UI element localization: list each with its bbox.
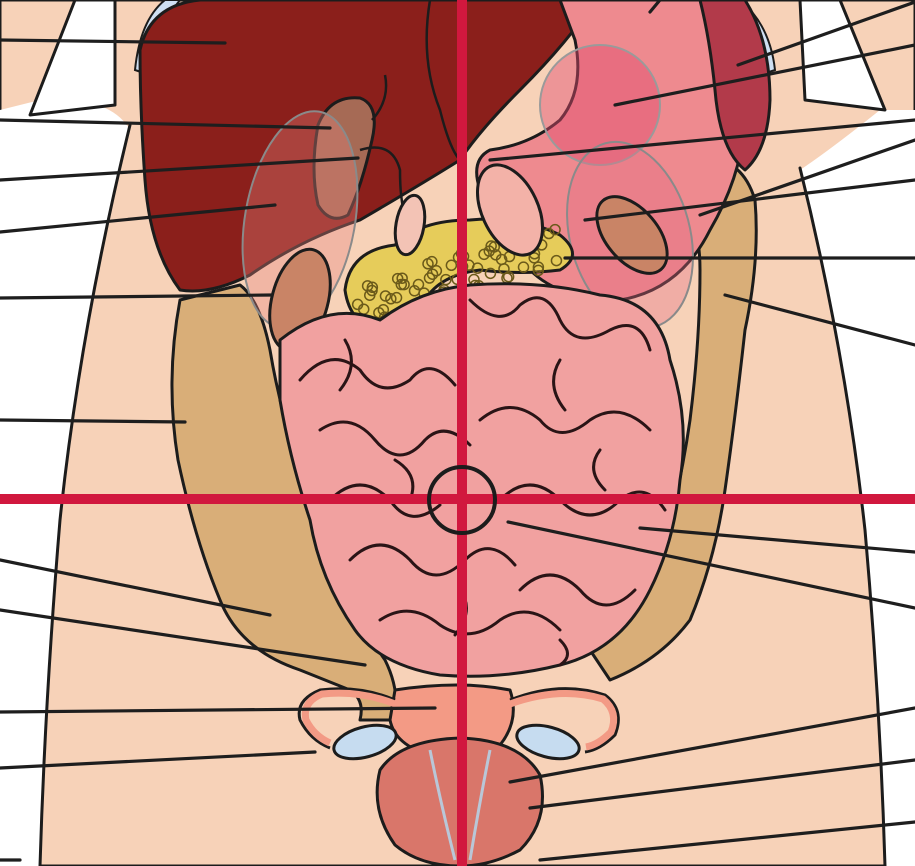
left-ovary bbox=[332, 723, 398, 761]
leader-line bbox=[0, 293, 274, 300]
pancreas-speckle bbox=[445, 259, 458, 272]
leader-line bbox=[506, 520, 915, 610]
leader-line bbox=[0, 418, 187, 424]
leader-line bbox=[528, 758, 915, 810]
leader-line bbox=[0, 608, 367, 667]
torso-right-edge bbox=[798, 166, 887, 866]
stomach-highlight bbox=[539, 44, 661, 166]
pancreas-speckle bbox=[398, 278, 410, 291]
left-arm-gap bbox=[28, 0, 117, 117]
pancreas-speckle bbox=[550, 254, 563, 267]
pancreas-speckle bbox=[396, 272, 408, 284]
leader-line bbox=[638, 526, 915, 554]
pancreas-speckle bbox=[377, 303, 390, 316]
leader-line bbox=[0, 118, 332, 130]
pancreas-speckle bbox=[422, 258, 434, 270]
leader-line bbox=[0, 750, 317, 770]
spleen bbox=[698, 0, 772, 172]
pancreas-speckle bbox=[483, 245, 496, 257]
pancreas-speckle bbox=[532, 264, 545, 277]
pancreas-speckle bbox=[549, 223, 561, 236]
leader-line bbox=[538, 820, 915, 862]
right-fallopian-tube bbox=[509, 687, 620, 754]
right-ovary bbox=[515, 723, 581, 761]
leader-line bbox=[0, 558, 272, 617]
torso-left-edge bbox=[38, 123, 132, 866]
pancreas-speckle bbox=[532, 261, 545, 273]
pancreas-speckle bbox=[391, 272, 404, 285]
intestine-folds bbox=[298, 296, 667, 667]
pancreas-speckle bbox=[412, 278, 425, 291]
leader-line bbox=[0, 38, 227, 45]
pancreas-speckle bbox=[498, 263, 510, 275]
bladder-ureters bbox=[428, 749, 492, 861]
leader-line bbox=[648, 0, 662, 14]
pancreas-speckle bbox=[440, 273, 452, 286]
left-fallopian-tube bbox=[297, 687, 396, 750]
right-background bbox=[800, 110, 915, 866]
leader-line bbox=[723, 293, 915, 347]
pancreas-speckle bbox=[379, 290, 392, 302]
duodenum-ring bbox=[393, 193, 427, 257]
pancreas-speckle bbox=[471, 262, 484, 274]
leader-line bbox=[583, 178, 915, 222]
liver-lobe-line bbox=[425, 0, 461, 161]
left-fallopian-tube-fill bbox=[301, 689, 397, 747]
pancreas-speckle bbox=[408, 285, 421, 297]
leader-line bbox=[0, 156, 360, 182]
small-intestine bbox=[278, 282, 685, 678]
pancreas-speckle bbox=[517, 261, 530, 273]
leader-line bbox=[488, 118, 915, 162]
leader-line bbox=[613, 43, 915, 107]
pancreas-speckle bbox=[385, 293, 397, 305]
pancreas-speckle bbox=[485, 240, 497, 252]
pancreas-speckle bbox=[484, 267, 497, 280]
right-fallopian-tube-fill bbox=[508, 690, 618, 751]
navel-marker bbox=[427, 465, 497, 535]
leader-line bbox=[698, 138, 915, 217]
aorta-ring bbox=[476, 163, 544, 257]
pancreas-speckle bbox=[430, 265, 443, 277]
right-arm-gap bbox=[798, 0, 887, 112]
pancreas-speckle bbox=[366, 284, 378, 297]
leader-line bbox=[508, 706, 915, 784]
pancreas-speckle bbox=[543, 227, 555, 240]
pancreas-speckle bbox=[423, 272, 436, 284]
leader-line bbox=[736, 0, 915, 67]
leader-line bbox=[0, 706, 437, 714]
left-background bbox=[0, 99, 130, 866]
pancreas-speckle bbox=[390, 291, 403, 304]
leader-line bbox=[0, 203, 277, 234]
